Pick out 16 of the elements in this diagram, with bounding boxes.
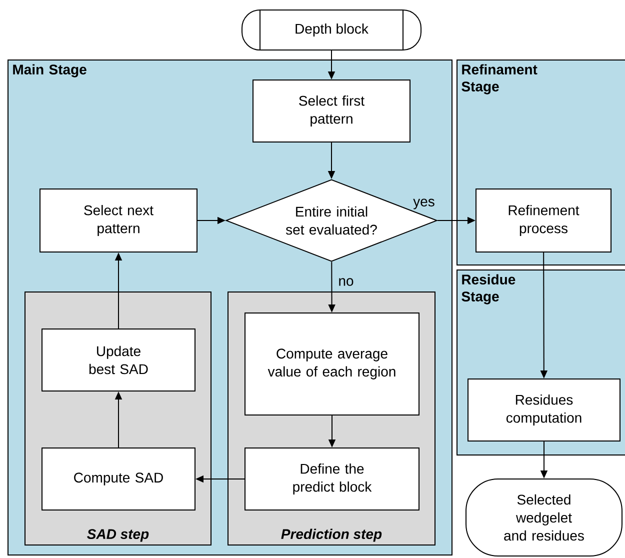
process-box: Define the predict block [244,448,420,510]
stage-title: Main Stage [13,64,86,78]
step-title: Prediction step [281,528,382,542]
stage-title: Residue Stage [462,274,516,304]
process-box: Select next pattern [40,188,198,252]
stage-title: Refinament Stage [462,64,538,94]
step-title: SAD step [87,529,149,542]
process-box: Residues computation [468,378,620,442]
terminal-box: Depth block [242,10,422,50]
process-box: Update best SAD [42,328,196,392]
process-box: Refinement process [476,188,612,252]
process-box: Compute SAD [42,448,196,510]
edge-label: no [337,277,355,287]
process-box: Select first pattern [252,80,410,142]
edge-label: yes [412,198,436,210]
process-box: Compute average value of each region [244,312,420,416]
